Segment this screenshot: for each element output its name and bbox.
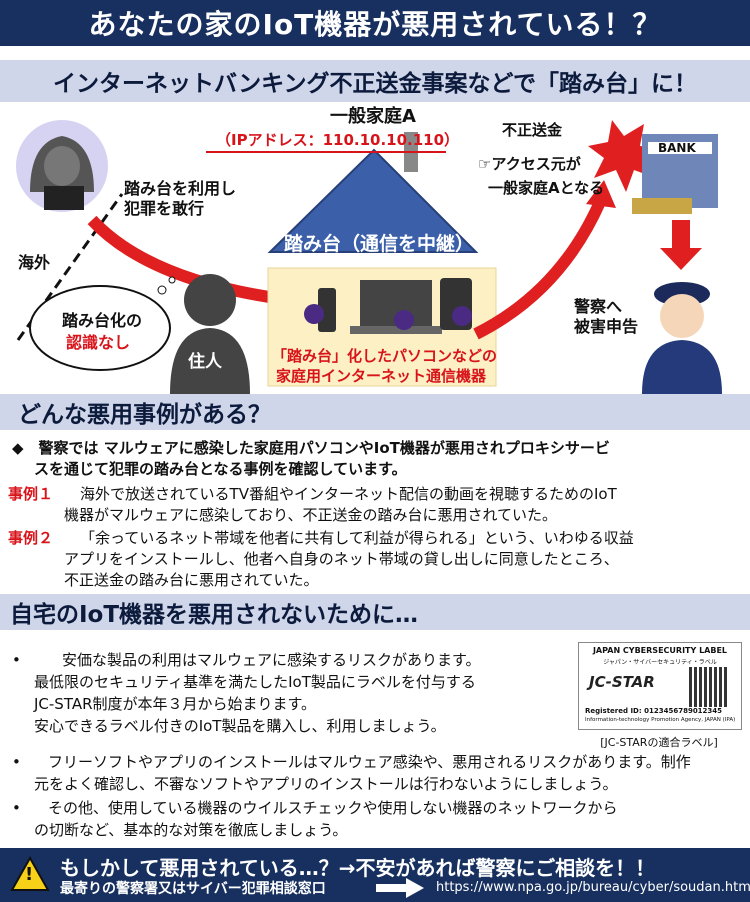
label-caption: [JC-STARの適合ラベル] xyxy=(600,736,718,749)
bank-label: BANK xyxy=(658,141,696,155)
prevention-3-line2: の切断など、基本的な対策を徹底しましょう。 xyxy=(34,821,348,839)
page-title: あなたの家のIoT機器が悪用されている！？ xyxy=(0,0,750,46)
prevention-1-line1: 安価な製品の利用はマルウェアに感染するリスクがあります。 xyxy=(62,651,481,669)
access-text-2: 一般家庭Aとなる xyxy=(488,179,605,197)
bullet-mark: • xyxy=(12,753,21,771)
case2-line2: アプリをインストールし、他者へ自身のネット帯域の貸し出しに同意したところ、 xyxy=(64,550,619,568)
router-icon xyxy=(318,288,336,332)
household-name: 一般家庭A xyxy=(330,106,416,127)
attack-arrow xyxy=(87,215,291,306)
case2-label: 事例２ xyxy=(8,529,54,547)
label-agency: Information-technology Promotion Agency,… xyxy=(585,717,736,723)
warning-mark: ! xyxy=(25,864,34,885)
section-heading-cases: どんな悪用事例がある？ xyxy=(0,394,750,430)
house-roof xyxy=(267,148,479,253)
fraud-transfer-label: 不正送金 xyxy=(502,120,563,141)
prevention-2-line1: フリーソフトやアプリのインストールはマルウェア感染や、悪用されるリスクがあります… xyxy=(48,753,691,771)
prevention-1-line2: 最低限のセキュリティ基準を満たしたIoT製品にラベルを付与する xyxy=(34,673,476,691)
hacker-icon xyxy=(16,120,108,212)
bullet-mark: • xyxy=(12,799,21,817)
criminal-text-2: 犯罪を敢行 xyxy=(124,199,205,218)
case2-line3: 不正送金の踏み台に悪用されていた。 xyxy=(64,571,319,589)
bubble-text-2: 認識なし xyxy=(66,333,131,352)
case2-line1: 「余っているネット帯域を他者に共有して利益が得られる」という、いわゆる収益 xyxy=(80,529,634,547)
malware-icon xyxy=(452,306,472,326)
case1-line2: 機器がマルウェアに感染しており、不正送金の踏み台に悪用されていた。 xyxy=(64,506,558,524)
ip-address: （IPアドレス：110.10.10.110） xyxy=(216,131,460,149)
case1-label: 事例１ xyxy=(8,485,54,503)
arrow-right-icon xyxy=(376,878,424,898)
section-heading-prevention: 自宅のIoT機器を悪用されないために… xyxy=(0,594,750,630)
prevention-2-line2: 元をよく確認し、不審なソフトやアプリのインストールは行わないようにしましょう。 xyxy=(34,775,618,793)
resident-label: 住人 xyxy=(188,352,222,372)
section-heading-stepping-stone: インターネットバンキング不正送金事案などで「踏み台」に！ xyxy=(0,60,750,102)
resident-icon xyxy=(170,274,250,394)
qr-code-icon xyxy=(689,667,729,707)
devices-text-2: 家庭用インターネット通信機器 xyxy=(276,367,487,385)
overseas-label: 海外 xyxy=(18,253,51,272)
jc-star-label-image: JAPAN CYBERSECURITY LABEL ジャパン・サイバーセキュリテ… xyxy=(578,642,742,730)
criminal-text-1: 踏み台を利用し xyxy=(124,179,237,198)
stepping-stone-label: 踏み台（通信を中継） xyxy=(284,233,475,255)
stepping-stone-illustration xyxy=(16,120,722,394)
warning-icon xyxy=(10,856,50,891)
bottom-banner: ! もしかして悪用されている…？→不安があれば警察にご相談を！！ 最寄りの警察署… xyxy=(0,848,750,902)
jc-star-logo: JC-STAR xyxy=(589,673,655,691)
malware-icon xyxy=(304,304,324,324)
police-text-1: 警察へ xyxy=(574,296,623,317)
consult-window: 最寄りの警察署又はサイバー犯罪相談窓口 xyxy=(60,881,326,897)
label-title: JAPAN CYBERSECURITY LABEL xyxy=(592,646,728,655)
speech-bubble xyxy=(29,285,171,371)
label-subtitle: ジャパン・サイバーセキュリティ・ラベル xyxy=(603,659,717,666)
prevention-1-line3: JC-STAR制度が本年３月から始まります。 xyxy=(34,695,317,713)
malware-icon xyxy=(394,310,414,330)
bullet-mark: • xyxy=(12,651,21,669)
devices-text-1: 「踏み台」化したパソコンなどの xyxy=(272,347,498,365)
bank-icon xyxy=(632,134,718,214)
consult-url-link[interactable]: https://www.npa.go.jp/bureau/cyber/souda… xyxy=(436,880,750,895)
prevention-1-line4: 安心できるラベル付きのIoT製品を購入し、利用しましょう。 xyxy=(34,717,446,735)
police-officer-icon xyxy=(642,282,722,394)
bubble-text-1: 踏み台化の xyxy=(62,311,143,330)
case1-line1: 海外で放送されているTV番組やインターネット配信の動画を視聴するためのIoT xyxy=(80,485,617,503)
consult-message: もしかして悪用されている…？→不安があれば警察にご相談を！！ xyxy=(60,856,656,880)
overseas-boundary-line xyxy=(16,193,124,341)
access-text-1: ☞アクセス元が xyxy=(478,155,581,173)
transfer-arrow xyxy=(473,199,606,340)
label-registered-id: Registered ID: 0123456789012345 xyxy=(585,707,723,715)
ip-underline xyxy=(206,151,446,153)
cases-intro-line1: ◆ 警察では マルウェアに感染した家庭用パソコンやIoT機器が悪用されプロキシサ… xyxy=(12,439,610,457)
police-text-2: 被害申告 xyxy=(574,316,639,337)
burst-icon xyxy=(588,120,662,192)
cases-intro-line2: スを通じて犯罪の踏み台となる事例を確認しています。 xyxy=(34,460,407,478)
prevention-3-line1: その他、使用している機器のウイルスチェックや使用しない機器のネットワークから xyxy=(48,799,618,817)
report-arrow xyxy=(660,248,702,270)
